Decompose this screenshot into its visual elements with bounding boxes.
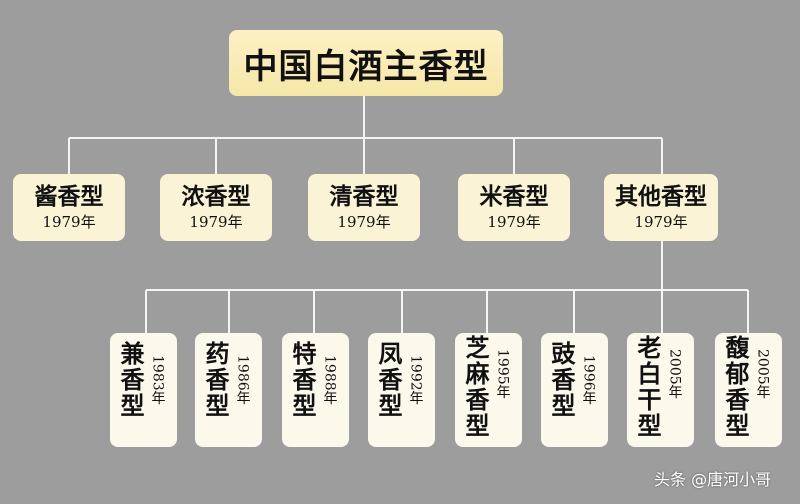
type-name: 馥郁香型 bbox=[725, 333, 750, 440]
main-type-node: 米香型 1979年 bbox=[458, 174, 570, 241]
type-year: 1983年 bbox=[149, 355, 166, 405]
type-name: 豉香型 bbox=[551, 339, 576, 420]
type-year: 1979年 bbox=[337, 212, 391, 231]
type-name: 芝麻香型 bbox=[465, 333, 490, 440]
type-year: 1979年 bbox=[42, 212, 96, 231]
type-name: 药香型 bbox=[205, 339, 230, 420]
type-name: 其他香型 bbox=[615, 182, 707, 210]
type-year: 1979年 bbox=[487, 212, 541, 231]
type-name: 老白干型 bbox=[637, 333, 662, 440]
watermark: 头条 @唐河小哥 bbox=[654, 470, 772, 489]
type-year: 2005年 bbox=[666, 349, 683, 399]
type-year: 1979年 bbox=[189, 212, 243, 231]
main-type-node: 酱香型 1979年 bbox=[13, 174, 125, 241]
type-name: 浓香型 bbox=[181, 182, 251, 210]
type-name: 清香型 bbox=[329, 182, 399, 210]
type-name: 凤香型 bbox=[378, 339, 403, 420]
main-type-node: 浓香型 1979年 bbox=[160, 174, 272, 241]
type-year: 1992年 bbox=[407, 355, 424, 405]
root-node: 中国白酒主香型 bbox=[229, 30, 503, 96]
type-year: 1996年 bbox=[580, 355, 597, 405]
main-type-node: 清香型 1979年 bbox=[308, 174, 420, 241]
type-name: 特香型 bbox=[292, 339, 317, 420]
main-type-node: 其他香型 1979年 bbox=[604, 174, 718, 241]
type-name: 酱香型 bbox=[34, 182, 104, 210]
type-year: 1995年 bbox=[494, 349, 511, 399]
type-name: 兼香型 bbox=[120, 339, 145, 420]
type-year: 1988年 bbox=[321, 355, 338, 405]
root-title: 中国白酒主香型 bbox=[243, 46, 489, 87]
type-year: 1986年 bbox=[234, 355, 251, 405]
type-year: 1979年 bbox=[634, 212, 688, 231]
type-year: 2005年 bbox=[754, 349, 771, 399]
type-name: 米香型 bbox=[479, 182, 549, 210]
